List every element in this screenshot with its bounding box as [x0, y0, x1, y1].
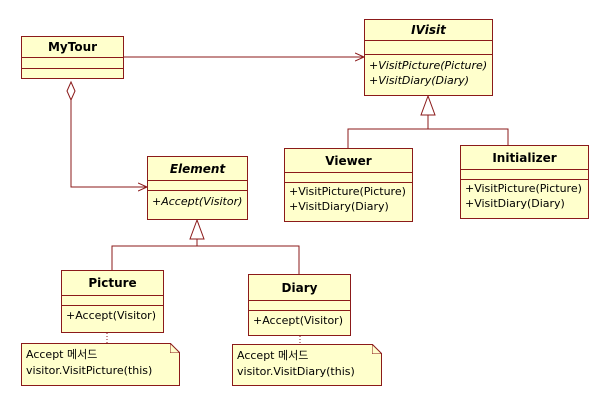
- class-viewer[interactable]: Viewer +VisitPicture(Picture) +VisitDiar…: [284, 148, 413, 222]
- operation: +VisitDiary(Diary): [289, 200, 389, 213]
- operation-compartment: +Accept(Visitor): [62, 306, 163, 323]
- class-initializer[interactable]: Initializer +VisitPicture(Picture) +Visi…: [460, 145, 589, 219]
- operation: +VisitDiary(Diary): [465, 197, 565, 210]
- operation-compartment: [22, 69, 123, 78]
- aggregation-mytour-element: [70, 100, 147, 187]
- class-picture[interactable]: Picture +Accept(Visitor): [61, 270, 164, 333]
- class-element[interactable]: Element +Accept(Visitor): [147, 156, 248, 220]
- element-inheritance-triangle: [189, 218, 205, 240]
- operation: +Accept(Visitor): [66, 309, 156, 322]
- operation: +Accept(Visitor): [152, 195, 243, 208]
- attribute-compartment: [249, 301, 350, 311]
- note-line: Accept 메서드: [237, 349, 309, 362]
- note-line: visitor.VisitPicture(this): [26, 364, 153, 377]
- ivisit-inheritance-triangle: [420, 94, 436, 116]
- operation-compartment: +VisitPicture(Picture) +VisitDiary(Diary…: [285, 183, 412, 214]
- note-diary-accept[interactable]: Accept 메서드 visitor.VisitDiary(this): [232, 344, 382, 386]
- class-name: Initializer: [461, 146, 588, 170]
- note-line: Accept 메서드: [26, 348, 98, 361]
- operation: +VisitPicture(Picture): [369, 59, 488, 72]
- operation-compartment: +VisitPicture(Picture) +VisitDiary(Diary…: [365, 55, 492, 88]
- class-mytour[interactable]: MyTour: [21, 36, 124, 79]
- class-name: Picture: [62, 271, 163, 296]
- class-name: IVisit: [365, 20, 492, 41]
- note-picture-accept[interactable]: Accept 메서드 visitor.VisitPicture(this): [21, 343, 180, 386]
- operation-compartment: +Accept(Visitor): [148, 191, 247, 209]
- operation: +VisitPicture(Picture): [289, 185, 406, 198]
- attribute-compartment: [285, 173, 412, 183]
- attribute-compartment: [461, 170, 588, 180]
- class-name: Viewer: [285, 149, 412, 173]
- attribute-compartment: [62, 296, 163, 306]
- note-line: visitor.VisitDiary(this): [237, 365, 355, 378]
- class-diary[interactable]: Diary +Accept(Visitor): [248, 274, 351, 336]
- aggregation-diamond: [66, 80, 76, 102]
- operation: +VisitDiary(Diary): [369, 74, 470, 87]
- operation: +VisitPicture(Picture): [465, 182, 582, 195]
- class-name: Diary: [249, 275, 350, 301]
- class-ivisit[interactable]: IVisit +VisitPicture(Picture) +VisitDiar…: [364, 19, 493, 96]
- operation: +Accept(Visitor): [253, 314, 343, 327]
- attribute-compartment: [365, 41, 492, 55]
- attribute-compartment: [22, 58, 123, 69]
- operation-compartment: +VisitPicture(Picture) +VisitDiary(Diary…: [461, 180, 588, 211]
- attribute-compartment: [148, 181, 247, 191]
- class-name: MyTour: [22, 37, 123, 58]
- operation-compartment: +Accept(Visitor): [249, 311, 350, 328]
- note-fold-icon: [170, 343, 180, 353]
- class-name: Element: [148, 157, 247, 181]
- note-fold-icon: [372, 344, 382, 354]
